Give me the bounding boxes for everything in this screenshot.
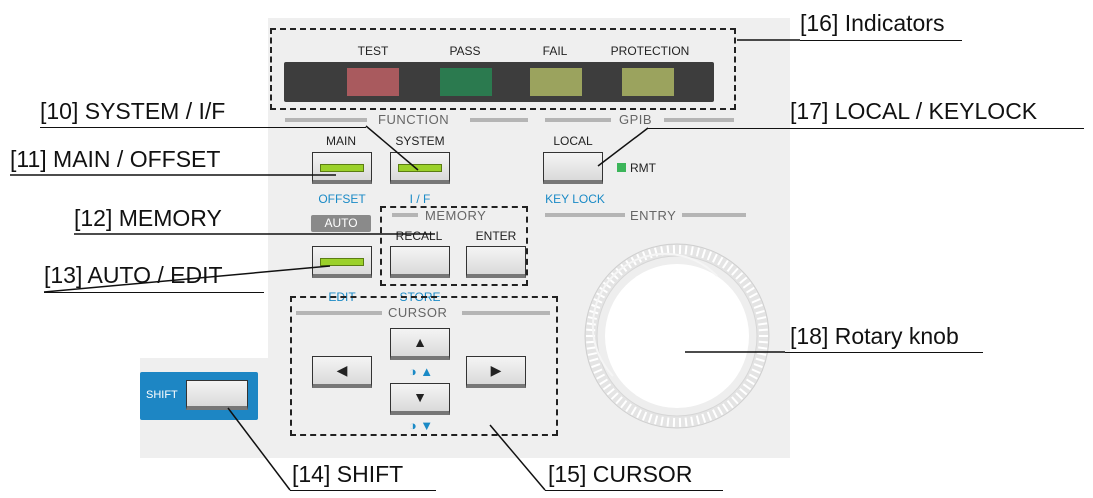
auto-led — [320, 258, 364, 266]
protection-indicator — [622, 68, 674, 96]
callout-memory: [12] MEMORY — [74, 205, 222, 231]
offset-label: OFFSET — [318, 192, 366, 206]
triangle-right-icon: ▶ — [490, 362, 502, 378]
callout-rotary-knob: [18] Rotary knob — [790, 323, 959, 349]
recall-label: RECALL — [395, 229, 443, 243]
callout-system-if-underline — [40, 127, 366, 128]
indicators-box — [270, 28, 736, 110]
callout-cursor: [15] CURSOR — [548, 461, 693, 487]
entry-group-title: ENTRY — [630, 208, 677, 223]
callout-auto-edit: [13] AUTO / EDIT — [44, 262, 223, 288]
gpib-bar-left — [545, 118, 611, 122]
callout-local-keylock: [17] LOCAL / KEYLOCK — [790, 98, 1038, 124]
local-label: LOCAL — [553, 134, 593, 148]
memory-bar-left — [392, 213, 418, 217]
auto-badge: AUTO — [311, 215, 371, 232]
indicator-label-protection: PROTECTION — [610, 44, 690, 58]
entry-bar-right — [682, 213, 746, 217]
callout-indicators-underline — [800, 40, 962, 41]
system-button[interactable] — [390, 152, 450, 184]
indicator-label-pass: PASS — [449, 44, 481, 58]
cursor-bar-left — [296, 311, 382, 315]
callout-cursor-underline — [545, 490, 723, 491]
pass-indicator — [440, 68, 492, 96]
enter-button[interactable] — [466, 246, 526, 278]
indicator-label-fail: FAIL — [542, 44, 568, 58]
shift-label: SHIFT — [146, 389, 178, 401]
cursor-up-button[interactable]: ▲ — [390, 328, 450, 360]
test-indicator — [347, 68, 399, 96]
rmt-led — [617, 163, 626, 172]
function-bar-right — [470, 118, 528, 122]
main-led — [320, 164, 364, 172]
gpib-bar-right — [664, 118, 734, 122]
main-button[interactable] — [312, 152, 372, 184]
triangle-up-icon: ▲ — [413, 334, 427, 350]
gpib-group-title: GPIB — [619, 112, 653, 127]
memory-box — [380, 206, 528, 286]
callout-shift: [14] SHIFT — [292, 461, 404, 487]
if-label: I / F — [409, 192, 431, 206]
triangle-left-icon: ◀ — [336, 362, 348, 378]
contrast-up-icon: ◑ ▲ — [408, 364, 434, 379]
cursor-right-button[interactable]: ▶ — [466, 356, 526, 388]
enter-label: ENTER — [475, 229, 517, 243]
cursor-bar-right — [462, 311, 550, 315]
memory-group-title: MEMORY — [425, 208, 487, 223]
callout-local-keylock-underline — [648, 128, 1084, 129]
callout-rotary-underline — [785, 352, 983, 353]
callout-main-offset: [11] MAIN / OFFSET — [10, 146, 221, 172]
cursor-group-title: CURSOR — [388, 305, 448, 320]
callout-indicators: [16] Indicators — [800, 10, 945, 36]
fail-indicator — [530, 68, 582, 96]
indicator-label-test: TEST — [357, 44, 389, 58]
system-led — [398, 164, 442, 172]
contrast-down-icon: ◑ ▼ — [408, 418, 434, 433]
rmt-label: RMT — [630, 161, 656, 175]
cursor-left-button[interactable]: ◀ — [312, 356, 372, 388]
local-button[interactable] — [543, 152, 603, 184]
system-label: SYSTEM — [395, 134, 445, 148]
auto-button[interactable] — [312, 246, 372, 278]
shift-button[interactable] — [186, 380, 248, 410]
callout-shift-underline — [290, 490, 436, 491]
callout-system-if: [10] SYSTEM / I/F — [40, 98, 226, 124]
cursor-down-button[interactable]: ▼ — [390, 383, 450, 415]
function-group-title: FUNCTION — [378, 112, 450, 127]
triangle-down-icon: ▼ — [413, 389, 427, 405]
entry-bar-left — [545, 213, 625, 217]
main-label: MAIN — [326, 134, 356, 148]
function-bar-left — [285, 118, 367, 122]
keylock-label: KEY LOCK — [545, 192, 605, 206]
recall-button[interactable] — [390, 246, 450, 278]
cursor-box — [290, 296, 558, 436]
callout-auto-edit-underline — [44, 292, 264, 293]
rotary-knob[interactable] — [577, 236, 777, 436]
